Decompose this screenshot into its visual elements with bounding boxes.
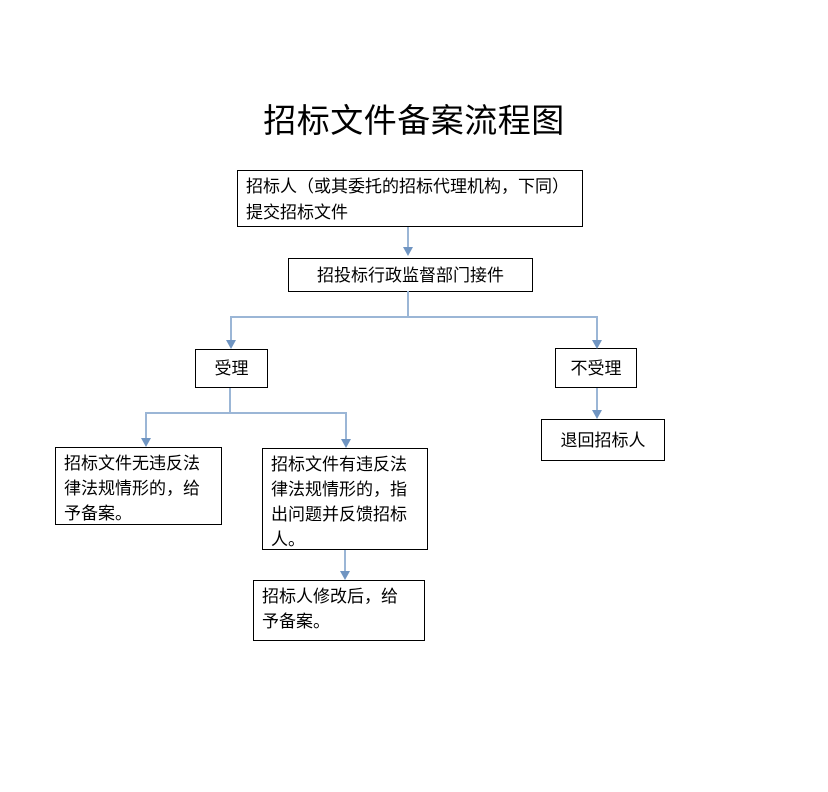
connector-accept-stem-line [229,388,231,414]
connector-to-not-accept-line [596,316,598,341]
node-supervision-department-receive: 招投标行政监督部门接件 [288,258,533,292]
arrow-down-icon [592,340,602,349]
connector-to-violation-line [345,412,347,440]
arrow-down-icon [226,340,236,349]
node-revised-filing: 招标人修改后，给 予备案。 [253,580,425,641]
node-no-violation-filing: 招标文件无违反法 律法规情形的，给 予备案。 [55,447,222,525]
node-violation-feedback: 招标文件有违反法 律法规情形的，指 出问题并反馈招标 人。 [262,448,428,550]
arrow-down-icon [592,410,602,419]
arrow-down-icon [340,571,350,580]
arrow-down-icon [141,438,151,447]
connector-receive-branch-line [230,316,598,318]
node-return-to-bidder: 退回招标人 [541,419,665,461]
arrow-down-icon [341,439,351,448]
flowchart-title: 招标文件备案流程图 [263,102,565,139]
connector-receive-stem-line [407,291,409,318]
node-not-accept: 不受理 [555,348,637,388]
connector-to-no-violation-line [145,412,147,439]
connector-reject-to-return-line [596,388,598,411]
connector-violation-to-revise-line [344,550,346,572]
connector-accept-branch-line [145,412,347,414]
connector-to-accept-line [230,316,232,341]
arrow-down-icon [403,247,413,256]
node-accept: 受理 [195,349,268,388]
connector-submit-to-receive-line [407,227,409,248]
node-bidder-submit-documents: 招标人（或其委托的招标代理机构，下同） 提交招标文件 [237,170,583,227]
